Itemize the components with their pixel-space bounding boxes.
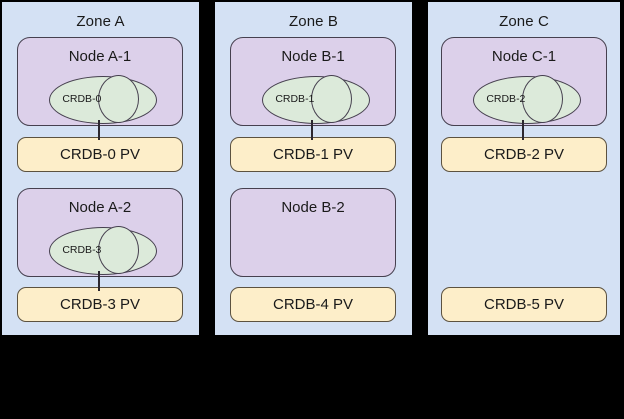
connector-crdb-3 — [98, 271, 100, 291]
zone-a-container: Zone A Node A-1 CRDB-0 CRDB-0 PV Node A-… — [2, 2, 199, 335]
node-c-1[interactable]: Node C-1 CRDB-2 — [441, 37, 607, 126]
zone-b-title: Zone B — [289, 13, 338, 30]
cylinder-cap — [311, 74, 352, 123]
zone-c-container: Zone C Node C-1 CRDB-2 CRDB-2 PV CRDB-5 … — [428, 2, 620, 335]
cylinder-cap — [98, 74, 139, 123]
node-b-2[interactable]: Node B-2 — [230, 188, 396, 277]
pv-crdb-1-label: CRDB-1 PV — [272, 146, 354, 163]
pod-crdb-3[interactable]: CRDB-3 — [49, 225, 157, 275]
node-b-2-label: Node B-2 — [281, 199, 345, 216]
node-b-1[interactable]: Node B-1 CRDB-1 — [230, 37, 396, 126]
pv-crdb-3-label: CRDB-3 PV — [59, 296, 141, 313]
connector-crdb-0 — [98, 120, 100, 140]
pv-crdb-4[interactable]: CRDB-4 PV — [230, 287, 396, 322]
pv-crdb-2-label: CRDB-2 PV — [483, 146, 565, 163]
pod-crdb-2-label: CRDB-2 — [486, 93, 526, 105]
connector-crdb-2 — [522, 120, 524, 140]
pv-crdb-5-label: CRDB-5 PV — [483, 296, 565, 313]
node-b-1-label: Node B-1 — [281, 48, 345, 65]
pod-crdb-0-label: CRDB-0 — [62, 93, 102, 105]
pod-crdb-0[interactable]: CRDB-0 — [49, 74, 157, 124]
node-a-2[interactable]: Node A-2 CRDB-3 — [17, 188, 183, 277]
pv-crdb-2[interactable]: CRDB-2 PV — [441, 137, 607, 172]
cylinder-cap — [98, 225, 139, 274]
pv-crdb-4-label: CRDB-4 PV — [272, 296, 354, 313]
pv-crdb-0[interactable]: CRDB-0 PV — [17, 137, 183, 172]
pv-crdb-1[interactable]: CRDB-1 PV — [230, 137, 396, 172]
zone-b-container: Zone B Node B-1 CRDB-1 CRDB-1 PV Node B-… — [215, 2, 412, 335]
cylinder-cap — [522, 74, 563, 123]
zone-a-title: Zone A — [76, 13, 125, 30]
pod-crdb-3-label: CRDB-3 — [62, 244, 102, 256]
pod-crdb-1-label: CRDB-1 — [275, 93, 315, 105]
connector-crdb-1 — [311, 120, 313, 140]
zone-c-title: Zone C — [499, 13, 549, 30]
node-a-1[interactable]: Node A-1 CRDB-0 — [17, 37, 183, 126]
pv-crdb-5[interactable]: CRDB-5 PV — [441, 287, 607, 322]
pv-crdb-3[interactable]: CRDB-3 PV — [17, 287, 183, 322]
pod-crdb-2[interactable]: CRDB-2 — [473, 74, 581, 124]
node-a-1-label: Node A-1 — [68, 48, 132, 65]
node-c-1-label: Node C-1 — [491, 48, 557, 65]
pv-crdb-0-label: CRDB-0 PV — [59, 146, 141, 163]
node-a-2-label: Node A-2 — [68, 199, 132, 216]
pod-crdb-1[interactable]: CRDB-1 — [262, 74, 370, 124]
